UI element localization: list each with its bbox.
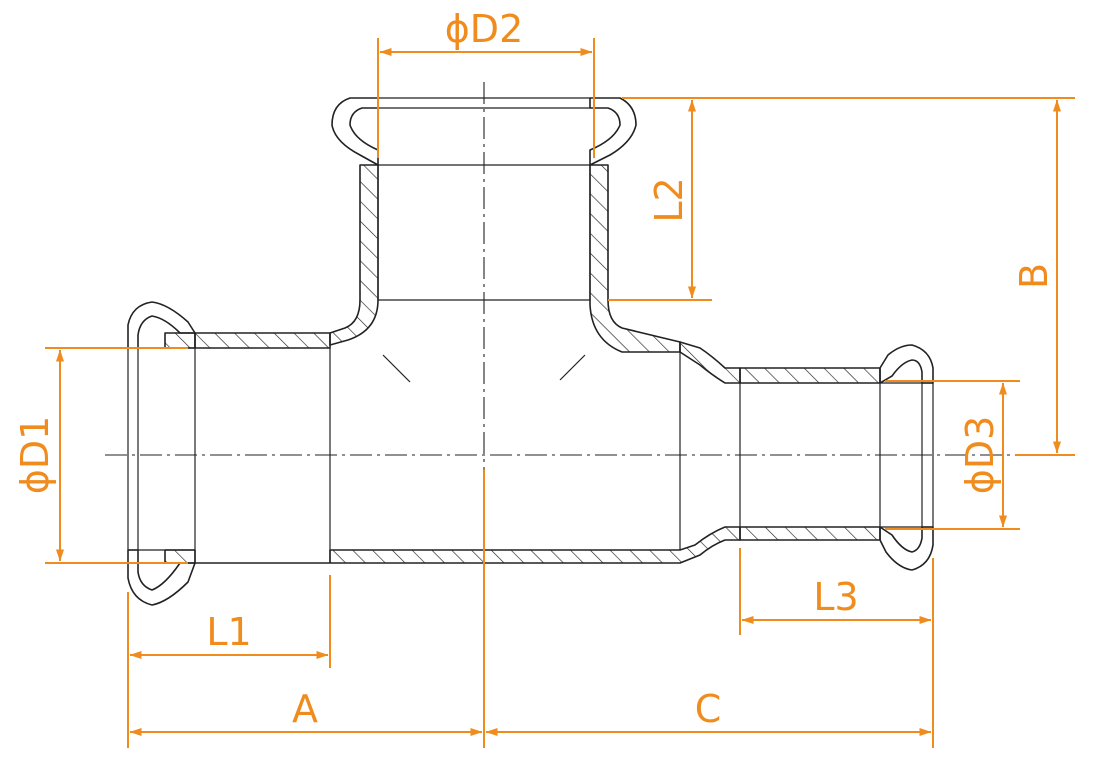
right-port-top-wall: [739, 367, 881, 384]
l2-label: L2: [647, 177, 691, 222]
branch-left-wall: [329, 164, 379, 346]
run-top-wall-right: [679, 341, 741, 384]
d3-label: ϕD3: [958, 416, 1002, 495]
dimensions: ϕD2 L2 B ϕD1 ϕD3 L1 L3 A: [13, 7, 1075, 748]
fitting-body: [127, 97, 934, 606]
l3-label: L3: [813, 575, 858, 619]
left-port-top-wall: [164, 332, 196, 349]
d1-label: ϕD1: [13, 416, 57, 495]
left-port-bottom-wall: [164, 549, 196, 564]
a-label: A: [292, 687, 318, 731]
run-top-wall-left: [194, 332, 331, 349]
right-bead-top: [879, 344, 934, 384]
left-bead-top: [127, 301, 196, 349]
right-bead-bottom: [879, 526, 934, 571]
top-bead-left: [331, 97, 379, 166]
junction-mark-right: [559, 354, 586, 381]
d2-label: ϕD2: [445, 7, 524, 51]
top-bead-right: [589, 97, 637, 166]
b-label: B: [1012, 263, 1056, 289]
center-lines: [105, 82, 1015, 480]
run-bottom-wall: [194, 526, 741, 564]
l1-label: L1: [206, 610, 251, 654]
right-port-bottom-wall: [739, 526, 881, 541]
junction-mark-left: [382, 354, 411, 383]
c-label: C: [695, 687, 722, 731]
